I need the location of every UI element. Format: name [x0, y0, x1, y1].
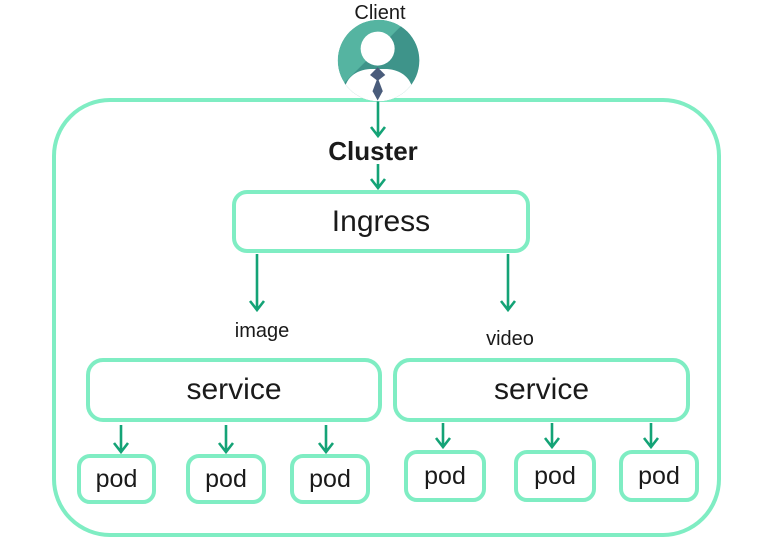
- pod-box-4: pod: [404, 450, 486, 502]
- ingress-box: Ingress: [232, 190, 530, 253]
- service-box-right: service: [393, 358, 690, 422]
- pod-box-6: pod: [619, 450, 699, 502]
- pod-box-1: pod: [77, 454, 156, 504]
- pod-box-3: pod: [290, 454, 370, 504]
- client-avatar-icon: [337, 19, 420, 102]
- pod-label: pod: [205, 464, 247, 493]
- pod-label: pod: [309, 464, 351, 493]
- cluster-label: Cluster: [328, 136, 418, 166]
- pod-label: pod: [638, 461, 680, 490]
- service-left-label: service: [186, 373, 282, 406]
- pod-box-2: pod: [186, 454, 266, 504]
- service-right-label: service: [493, 373, 590, 406]
- ingress-label: Ingress: [331, 204, 431, 238]
- client-label: Client: [354, 2, 406, 24]
- pod-box-5: pod: [514, 450, 596, 502]
- pod-label: pod: [534, 461, 576, 490]
- route-label-video: video: [486, 328, 534, 350]
- service-box-left: service: [86, 358, 382, 422]
- route-label-image: image: [234, 320, 290, 342]
- pod-label: pod: [424, 461, 466, 490]
- pod-label: pod: [95, 464, 138, 493]
